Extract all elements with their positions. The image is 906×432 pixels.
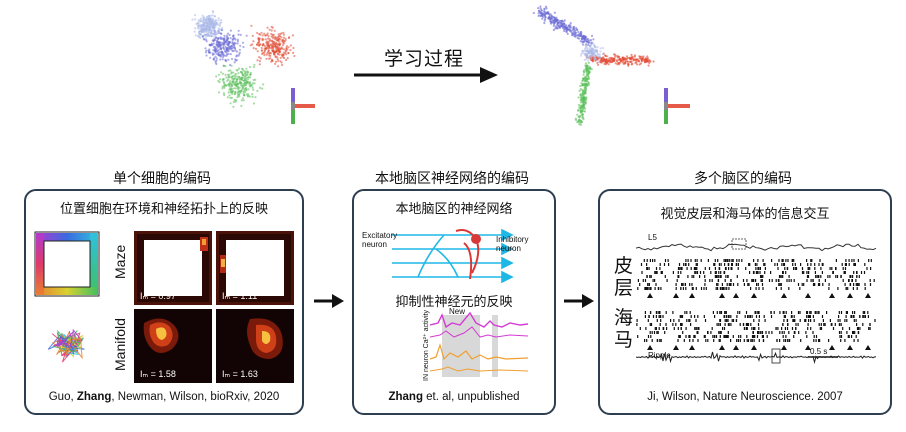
section-title-local-network: 本地脑区神经网络的编码 xyxy=(375,171,529,187)
label-inhibitory: Inhibitory neuron xyxy=(496,235,529,253)
point-cloud-after xyxy=(532,5,655,126)
learning-arrow xyxy=(354,67,498,83)
section-title-single-cell: 单个细胞的编码 xyxy=(113,171,211,187)
panel-subtitle: 视觉皮层和海马体的信息交互 xyxy=(660,207,830,222)
heatmap-stat: Iₘ = 1.58 xyxy=(140,369,176,379)
axis-legend-icon xyxy=(664,88,690,124)
flow-arrow-1 xyxy=(314,294,344,308)
heatmap-stat: Iₘ = 0.97 xyxy=(140,291,176,301)
panel-subtitle-2: 抑制性神经元的反映 xyxy=(395,295,513,310)
network-diagram xyxy=(392,228,514,283)
label-l5: L5 xyxy=(648,233,657,242)
panel-multi-region: 视觉皮层和海马体的信息交互 L5 皮层 海马 Ripple 0.5 s Ji, … xyxy=(598,189,892,415)
axis-label: IN neuron Ca²⁺ activity xyxy=(423,310,430,381)
heatmap-maze-2: Iₘ = 1.11 xyxy=(216,231,294,305)
label-cortex: 皮层 xyxy=(614,255,634,299)
panel-single-cell: 位置细胞在环境和神经拓扑上的反映 Maze Manifold Iₘ = 0.97 xyxy=(24,189,304,415)
label-hippocampus: 海马 xyxy=(614,307,634,351)
axis-legend-icon xyxy=(291,88,315,124)
row-label-manifold: Manifold xyxy=(112,318,128,371)
calcium-traces xyxy=(430,311,529,377)
label-excitatory: Excitatory neuron xyxy=(362,231,398,249)
label-scale: 0.5 s xyxy=(810,347,828,356)
learning-process-label: 学习过程 xyxy=(384,48,465,70)
heatmap-stat: Iₘ = 1.63 xyxy=(222,369,258,379)
point-cloud-before xyxy=(191,10,296,108)
heatmap-manifold-1: Iₘ = 1.58 xyxy=(134,309,212,383)
panel-local-network: 本地脑区的神经网络 Excitatory neuron Inhibitory n… xyxy=(352,189,556,415)
raster-plot xyxy=(636,238,877,365)
flow-arrow-2 xyxy=(564,294,594,308)
section-title-multi-region: 多个脑区的编码 xyxy=(694,171,792,187)
maze-color-map xyxy=(34,231,100,297)
heatmap-maze-1: Iₘ = 0.97 xyxy=(134,231,212,305)
row-label-maze: Maze xyxy=(112,244,128,279)
citation: Ji, Wilson, Nature Neuroscience. 2007 xyxy=(647,391,843,403)
label-ripple: Ripple xyxy=(648,351,671,360)
panel-subtitle: 位置细胞在环境和神经拓扑上的反映 xyxy=(59,202,268,217)
manifold-color-map xyxy=(47,329,85,363)
heatmap-manifold-2: Iₘ = 1.63 xyxy=(216,309,294,383)
heatmap-stat: Iₘ = 1.11 xyxy=(222,291,258,301)
panel-subtitle: 本地脑区的神经网络 xyxy=(395,202,513,217)
citation: Guo, Zhang, Newman, Wilson, bioRxiv, 202… xyxy=(48,391,280,403)
citation: Zhang et. al, unpublished xyxy=(388,391,520,403)
